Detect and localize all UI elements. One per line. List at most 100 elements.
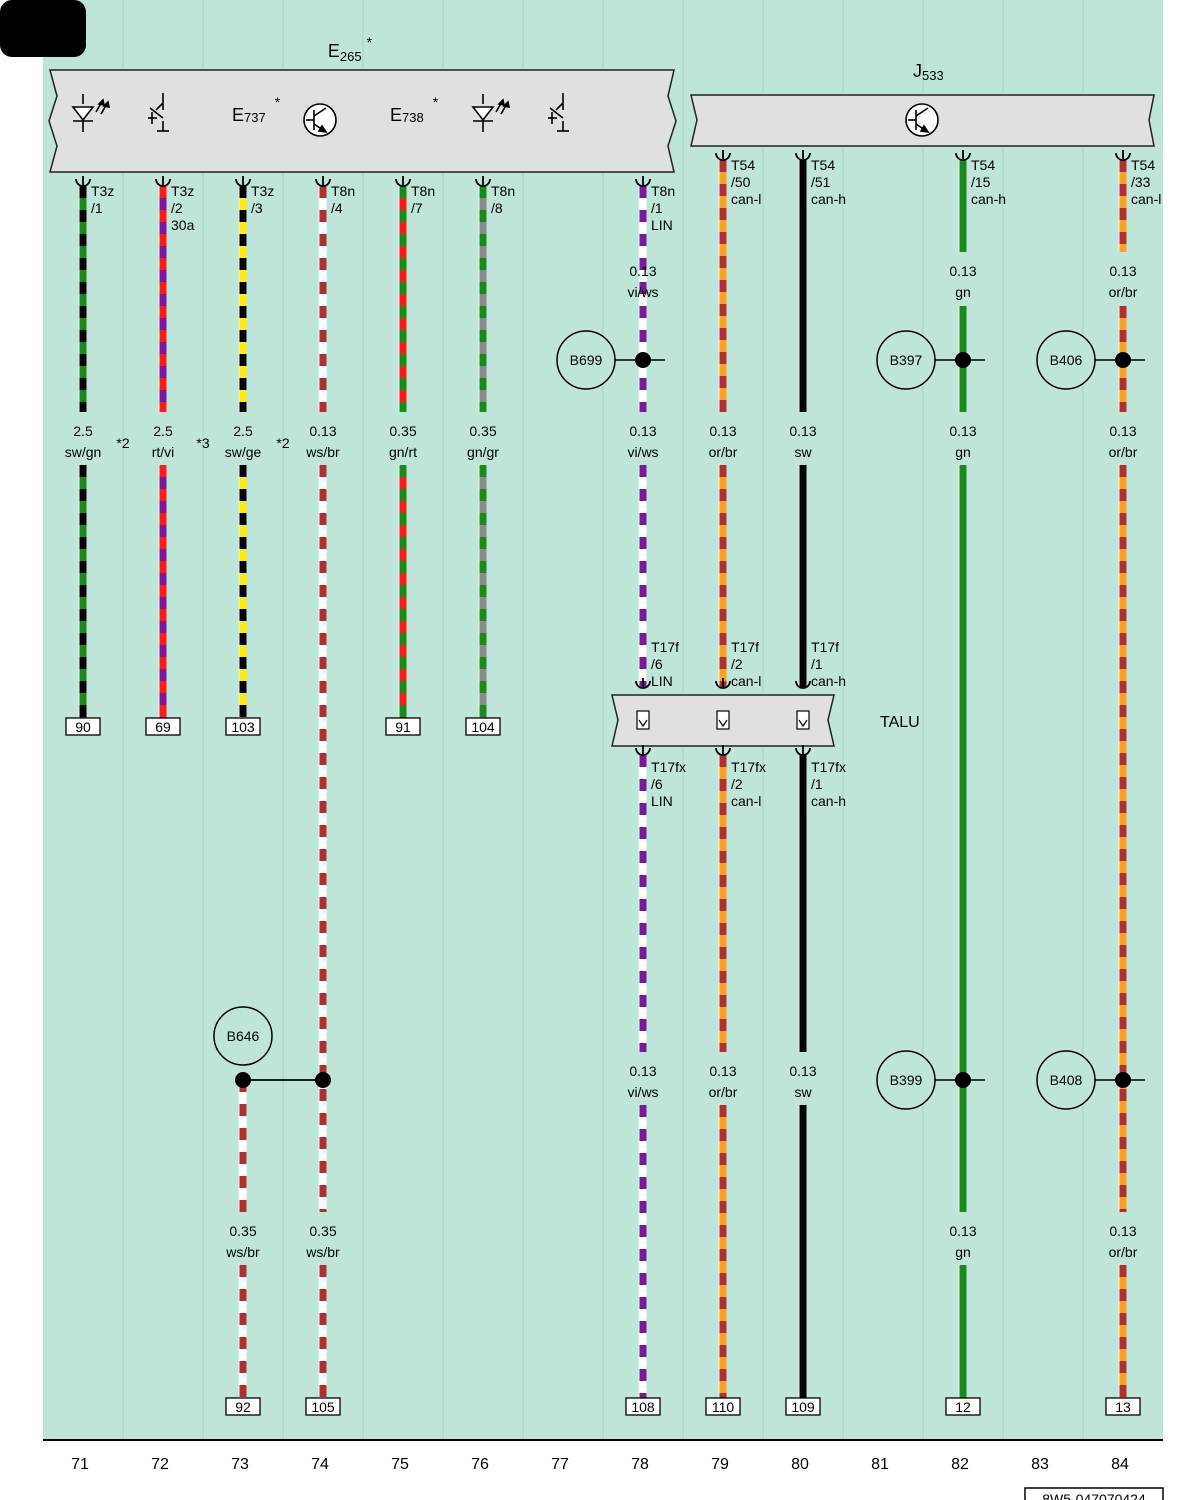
column-number: 74 [311,1456,329,1473]
wire-color-code: or/br [1109,284,1138,300]
talu-terminal-arrow [638,719,648,728]
wire-color-code: or/br [1109,444,1138,460]
connector-label: T17f [651,639,679,655]
wire-color-code: vi/ws [627,1084,658,1100]
splice-node [235,1072,251,1088]
wire-w79 [718,160,727,412]
wire-w74 [318,186,327,412]
wire-w84 [1118,1265,1127,1398]
wire-end-label: 12 [955,1399,971,1415]
splice-label: B699 [570,352,603,368]
connector-pin-icon [715,747,731,756]
splice-node [955,352,971,368]
connector-label: /51 [811,174,831,190]
e738-sub: 738 [402,110,424,125]
connector-pin-icon [235,178,251,187]
wire-gauge: 0.13 [309,423,336,439]
j533-name: J [913,61,922,81]
connector-label: /50 [731,174,751,190]
wire-w79 [718,465,727,688]
wire-w73 [238,465,247,718]
wire-w78 [638,755,647,1052]
column-number: 75 [391,1456,409,1473]
connector-label: LIN [651,793,673,809]
wire-color-code: ws/br [305,444,340,460]
wire-color-code: vi/ws [627,284,658,300]
splice-label: B646 [227,1028,260,1044]
splice-circle [556,330,616,390]
connector-pin-icon [635,178,651,187]
connector-label: T3z [251,183,274,199]
connector-label: can-h [811,793,846,809]
wire-w79 [718,755,727,1052]
connector-label: /6 [651,656,663,672]
talu-terminal-arrow [798,719,808,728]
wire-color-code: or/br [1109,1244,1138,1260]
column-number: 82 [951,1456,969,1473]
switch-icon [548,93,569,132]
wire-w78 [638,465,647,688]
connector-label: /2 [171,200,183,216]
wire-end-box [1105,1397,1141,1416]
wire-gauge: 2.5 [233,423,253,439]
wire-w80 [798,1105,807,1398]
wire-branch [238,1080,247,1212]
connector-label: T3z [171,183,194,199]
wire-gauge: 2.5 [73,423,93,439]
splice-node [315,1072,331,1088]
talu-label: TALU [880,714,920,731]
connector-label: LIN [651,673,673,689]
connector-label: T8n [411,183,435,199]
connector-pin-icon [955,152,971,161]
connector-pin-icon [715,680,731,689]
wire-w75 [398,186,407,412]
wire-end-box [705,1397,741,1416]
wire-gauge: 0.13 [789,1063,816,1079]
connector-pin-icon [795,747,811,756]
connector-pin-icon [795,152,811,161]
connector-label: /4 [331,200,343,216]
doc-code: 8W5-047070424 [1042,1491,1146,1500]
connector-pin-icon [155,178,171,187]
e265-sub: 265 [340,49,362,64]
e738-label: E738* [390,94,439,125]
column-number: 73 [231,1456,249,1473]
wire-gauge: 0.35 [469,423,496,439]
e737-sub: 737 [244,110,266,125]
wire-end-box [65,717,101,736]
column-number: 76 [471,1456,489,1473]
wire-w84 [1118,465,1127,1212]
column-dividers [122,0,1084,1440]
wire-color-code: or/br [709,444,738,460]
wire-gauge: 0.13 [1109,1223,1136,1239]
column-number: 79 [711,1456,729,1473]
wire-gauge: 0.13 [949,1223,976,1239]
wire-end-label: 69 [155,719,171,735]
connector-label: T17fx [651,759,686,775]
wire-w73 [238,186,247,412]
connector-pin-icon [1115,152,1131,161]
wire-end-label: 92 [235,1399,251,1415]
connector-label: 30a [171,217,195,233]
connector-label: /7 [411,200,423,216]
wire-gauge: 0.13 [629,423,656,439]
led-icon [471,94,511,132]
e265-label: E265* [328,34,373,64]
wire-w74 [318,1265,327,1398]
splice-circle [876,1050,936,1110]
wire-end-label: 103 [231,719,255,735]
wire-end-label: 109 [791,1399,815,1415]
e738-star: * [433,94,439,110]
j533-label: J533 [913,61,944,83]
connector-pin-icon [795,680,811,689]
wire-labels: T3z/12.5sw/gn*290T3z/230a2.5rt/vi*369T3z… [65,157,1161,1416]
connector-label: T54 [1131,157,1155,173]
wire-end-label: 108 [631,1399,655,1415]
wire-w71 [78,186,87,412]
wire-end-label: 104 [471,719,495,735]
connector-label: /2 [731,776,743,792]
wire-end-label: 110 [712,1399,735,1415]
column-number: 84 [1111,1456,1129,1473]
e737-label: E737* [232,94,281,125]
wire-note: *3 [196,435,209,451]
